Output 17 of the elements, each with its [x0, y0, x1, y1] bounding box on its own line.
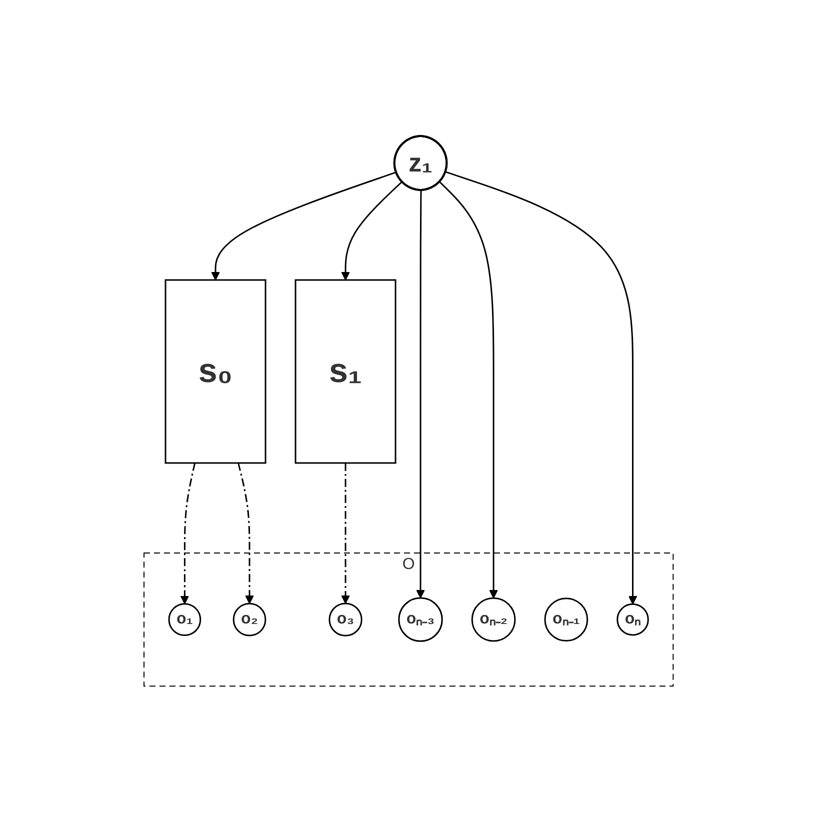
node-box: s₁ — [294, 280, 396, 464]
arrow — [238, 463, 254, 604]
arrow — [211, 172, 396, 281]
node-circle: o₁ — [168, 604, 202, 636]
arrow — [341, 463, 350, 604]
arrow — [416, 190, 425, 599]
node-circle: oₙ — [616, 604, 649, 636]
arrow — [445, 172, 638, 605]
node-circle: o₂ — [232, 603, 266, 637]
arrow — [180, 463, 196, 605]
node-circle: oₙ₋₁ — [544, 598, 588, 642]
node-circle: oₙ₋₂ — [471, 598, 516, 642]
arrow — [341, 182, 402, 281]
node-circle: oₙ₋₃ — [398, 598, 443, 642]
node-circle: o₃ — [328, 603, 362, 637]
arrow — [439, 182, 498, 599]
node-box: s₀ — [164, 280, 266, 464]
